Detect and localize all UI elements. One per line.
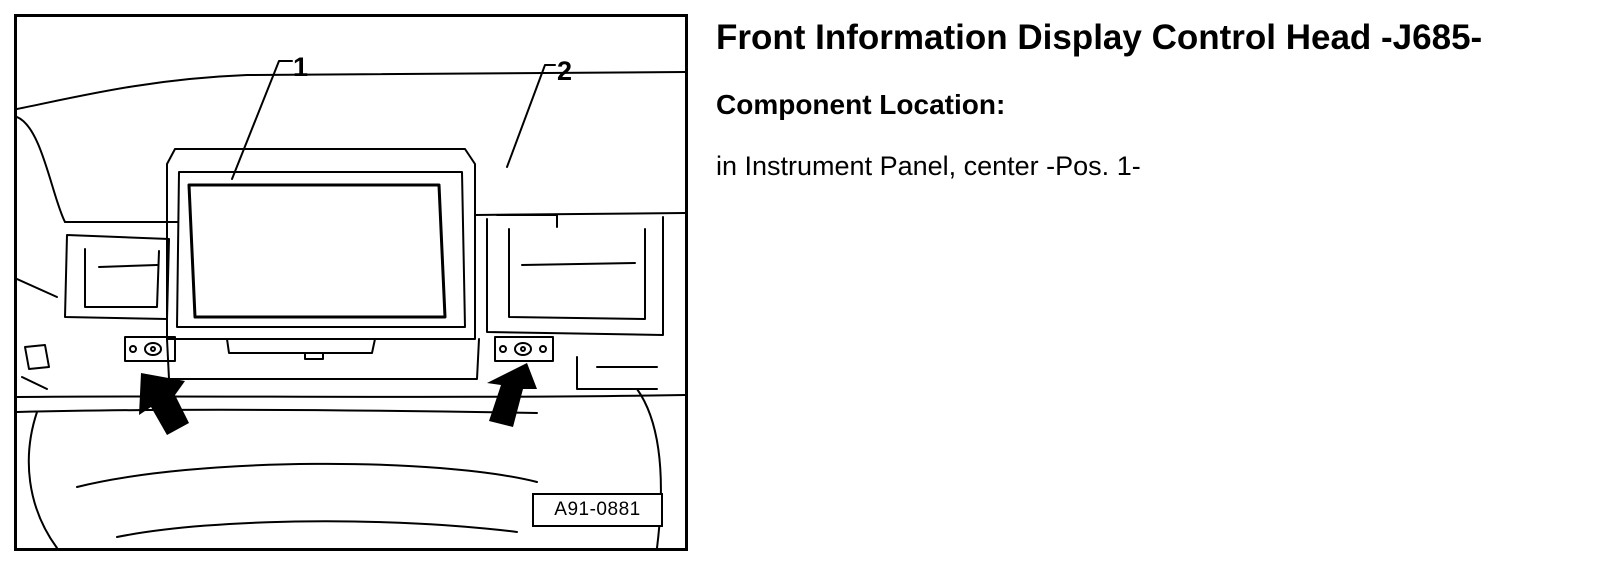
callout-2: 2 [557,56,573,86]
component-illustration: 1 2 A91-0881 [14,14,688,551]
figure-id-label: A91-0881 [532,493,663,527]
section-heading: Component Location: [716,89,1006,120]
page-title: Front Information Display Control Head -… [716,18,1483,57]
location-text: in Instrument Panel, center -Pos. 1- [716,151,1141,181]
description-column: Front Information Display Control Head -… [716,18,1586,182]
callout-1: 1 [293,52,309,82]
instrument-panel-drawing [17,60,685,548]
